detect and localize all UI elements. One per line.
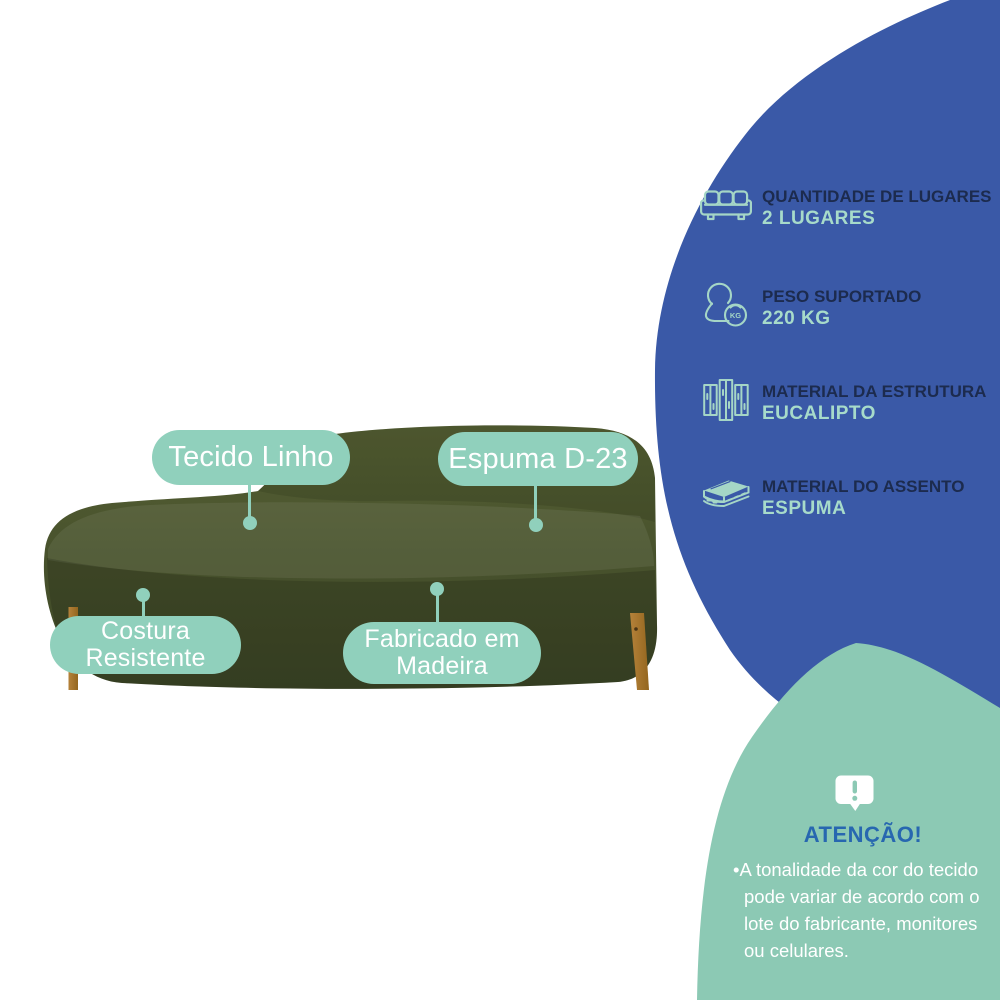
wood-structure-icon: [703, 379, 749, 421]
sofa-leg-right: [630, 613, 649, 690]
callout-pill-costura-resistente: Costura Resistente: [50, 616, 241, 674]
callout-label: Espuma D-23: [448, 442, 628, 475]
sofa-leg-screw: [634, 627, 638, 631]
spec-label: MATERIAL DA ESTRUTURA: [762, 382, 987, 401]
sofa-seats-icon: [700, 190, 752, 221]
leader-line-fabricado: [435, 593, 439, 626]
callout-label: Tecido Linho: [168, 441, 334, 473]
bullet: •: [733, 859, 740, 880]
callout-label: Fabricado em Madeira: [364, 624, 520, 680]
leader-dot-espuma: [529, 518, 543, 532]
callout-pill-tecido-linho: Tecido Linho: [152, 430, 350, 485]
callout-label: Costura Resistente: [85, 616, 206, 672]
spec-value: 2 LUGARES: [762, 208, 876, 229]
callout-pill-fabricado-madeira: Fabricado em Madeira: [343, 622, 541, 684]
spec-label: QUANTIDADE DE LUGARES: [762, 187, 992, 206]
spec-value: EUCALIPTO: [762, 403, 876, 424]
green-blob: [697, 643, 1000, 1000]
sofa-seat-cushion: [48, 502, 654, 579]
svg-text:KG: KG: [730, 311, 741, 320]
leader-dot-fabricado: [430, 582, 444, 596]
attention-body: A tonalidade da cor do tecido pode varia…: [739, 859, 980, 961]
spec-value: 220 KG: [762, 308, 831, 329]
attention-title: ATENÇÃO!: [803, 822, 923, 847]
spec-value: ESPUMA: [762, 498, 847, 519]
leader-line-espuma: [534, 484, 537, 524]
exclamation-bubble-icon: [835, 775, 874, 811]
blue-blob: [654, 0, 1000, 790]
attention-text: •A tonalidade da cor do tecido pode vari…: [733, 856, 1000, 964]
spec-label: MATERIAL DO ASSENTO: [762, 477, 965, 496]
callout-pill-espuma-d23: Espuma D-23: [438, 432, 638, 486]
leader-dot-tecido: [243, 516, 257, 530]
foam-seat-icon: [703, 480, 750, 507]
weight-capacity-icon: KG: [704, 282, 748, 327]
leader-line-costura: [141, 599, 145, 621]
leader-dot-costura: [136, 588, 150, 602]
leader-line-tecido: [248, 482, 251, 522]
spec-label: PESO SUPORTADO: [762, 287, 922, 306]
